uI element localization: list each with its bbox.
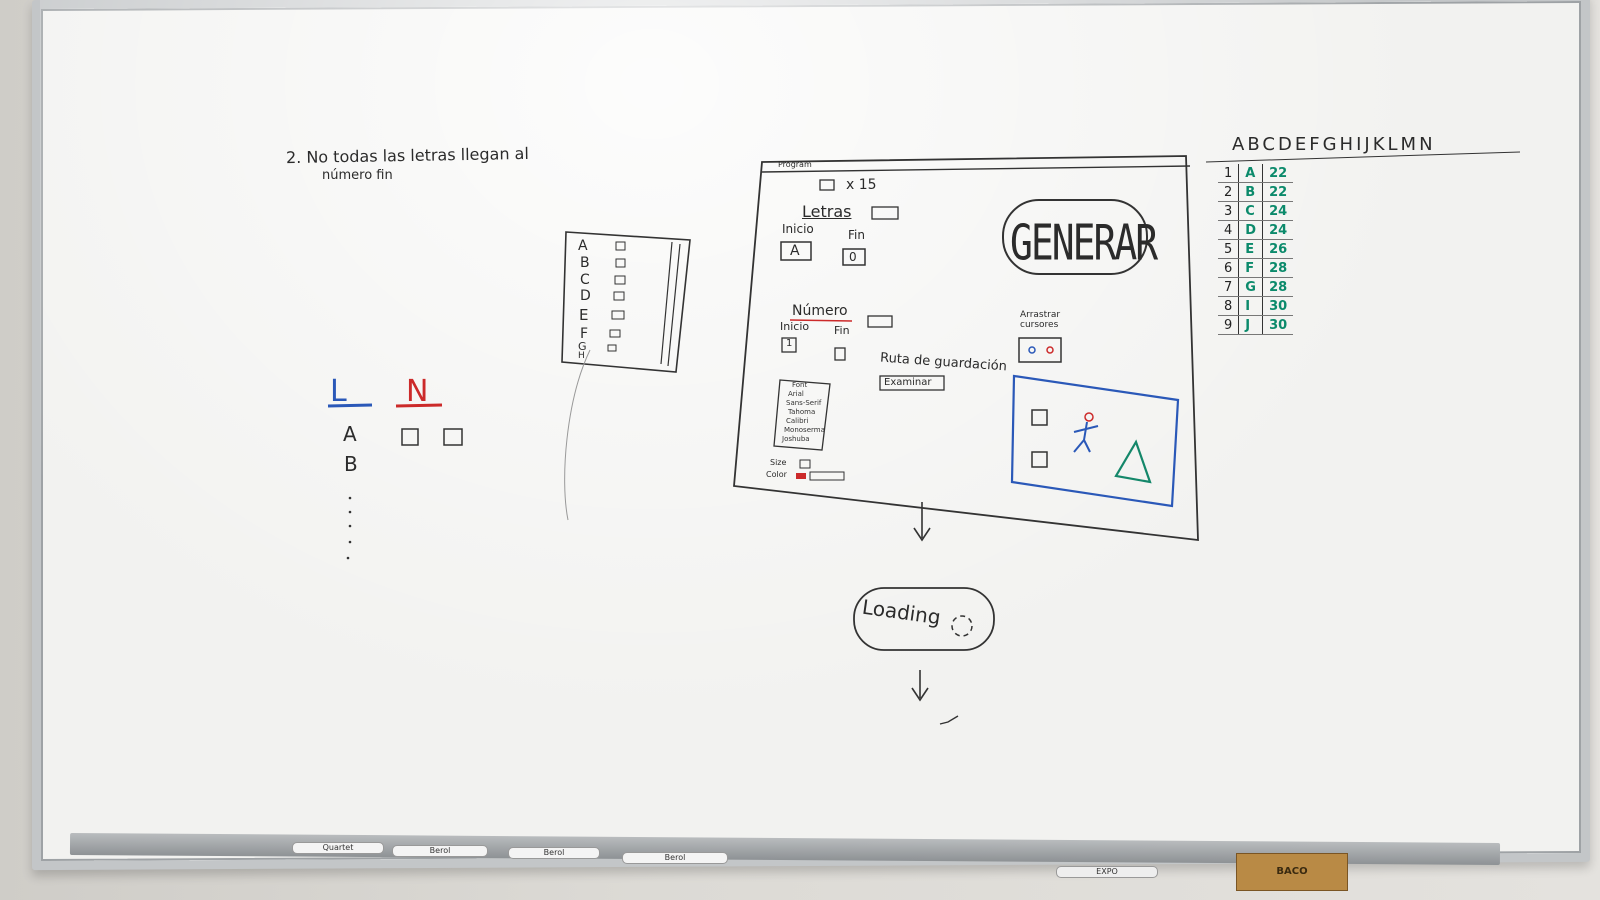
col-m: M [1400, 134, 1420, 155]
numero-fin-label: Fin [834, 324, 850, 337]
marker: Berol [392, 845, 488, 857]
letras-fin-label: Fin [848, 228, 865, 242]
ln-header-n: N [406, 374, 429, 409]
numero-inicio-label: Inicio [780, 320, 810, 333]
sheet-row-number: 5 [1218, 239, 1240, 259]
sheet-letter-cell: A [1238, 164, 1264, 183]
font-option: Calibri [786, 417, 809, 425]
sheet-value-cell: 30 [1262, 296, 1294, 316]
sheet-value-cell: 22 [1262, 182, 1294, 202]
list-item-d: D [580, 288, 591, 304]
col-n: N [1419, 134, 1436, 155]
letras-inicio-label: Inicio [782, 222, 814, 236]
sheet-letter-cell: B [1238, 182, 1264, 202]
marker: Berol [508, 847, 600, 859]
font-option: Tahoma [788, 408, 816, 416]
col-b: B [1247, 134, 1263, 155]
sheet-row-number: 4 [1218, 220, 1240, 240]
sheet-letter-cell: J [1238, 315, 1264, 335]
col-k: K [1372, 134, 1388, 155]
program-title: Program [778, 160, 812, 169]
sheet-value-cell: 26 [1262, 239, 1294, 259]
examinar-button: Examinar [884, 377, 932, 388]
col-h: H [1339, 134, 1357, 155]
sheet-row-number: 9 [1218, 315, 1240, 335]
sheet-value-cell: 24 [1262, 220, 1294, 240]
size-label: Size [770, 458, 787, 467]
sheet-row-number: 1 [1218, 164, 1240, 183]
sheet-letter-cell: G [1238, 277, 1264, 297]
note-line-2: número fin [322, 168, 393, 183]
times-label: x 15 [846, 177, 877, 193]
sheet-row-number: 6 [1218, 258, 1240, 278]
sheet-letter-cell: F [1238, 258, 1264, 278]
font-list-header: Font [792, 381, 808, 389]
font-option: Monoserma [784, 426, 825, 434]
col-l: L [1387, 134, 1401, 155]
col-f: F [1309, 134, 1323, 155]
numero-inicio-value: 1 [786, 338, 793, 349]
color-label: Color [766, 470, 787, 479]
font-option: Arial [788, 390, 804, 398]
numero-label: Número [792, 303, 848, 319]
letras-inicio-value: A [790, 243, 800, 259]
sheet-row-number: 2 [1218, 182, 1240, 202]
col-e: E [1294, 134, 1310, 155]
marker: Quartet [292, 842, 384, 854]
font-option: Sans-Serif [786, 399, 822, 407]
list-item-c: C [580, 272, 590, 288]
letras-label: Letras [802, 202, 852, 221]
sheet-value-cell: 24 [1262, 201, 1294, 221]
marker: EXPO [1056, 866, 1158, 878]
sheet-row-number: 3 [1218, 201, 1240, 221]
eraser: BACO [1236, 853, 1348, 891]
ln-row-b: B [344, 452, 358, 476]
sheet-column-headers: ABCDEFGHIJKLMN [1232, 134, 1436, 155]
col-d: D [1277, 134, 1295, 155]
list-item-b: B [580, 255, 590, 271]
font-option: Joshuba [782, 435, 810, 443]
list-item-e: E [579, 306, 589, 324]
col-g: G [1322, 134, 1340, 155]
sheet-value-cell: 28 [1262, 277, 1294, 297]
generar-button: GENERAR [1010, 214, 1158, 272]
sheet-letter-cell: C [1238, 201, 1264, 221]
letras-fin-value: 0 [849, 250, 857, 264]
sheet-value-cell: 22 [1262, 164, 1294, 183]
list-item-g: G [578, 340, 587, 353]
sheet-letter-cell: E [1238, 239, 1264, 259]
list-item-h: H [578, 351, 585, 361]
col-a: A [1232, 134, 1248, 155]
col-c: C [1262, 134, 1278, 155]
arrastrar-label: Arrastrar cursores [1020, 310, 1061, 330]
sheet-letter-cell: I [1238, 296, 1264, 316]
ln-header-l: L [330, 374, 347, 409]
col-i: I [1356, 134, 1365, 155]
list-item-a: A [578, 238, 588, 254]
sheet-value-cell: 30 [1262, 315, 1294, 335]
sheet-row-number: 7 [1218, 277, 1240, 297]
col-j: J [1364, 134, 1373, 155]
font-list: Font Arial Sans-Serif Tahoma Calibri Mon… [782, 381, 825, 444]
sheet-row-number: 8 [1218, 296, 1240, 316]
list-item-f: F [580, 326, 589, 342]
marker: Berol [622, 852, 728, 864]
sheet-value-cell: 28 [1262, 258, 1294, 278]
sheet-letter-cell: D [1238, 220, 1264, 240]
ln-row-a: A [343, 422, 357, 446]
